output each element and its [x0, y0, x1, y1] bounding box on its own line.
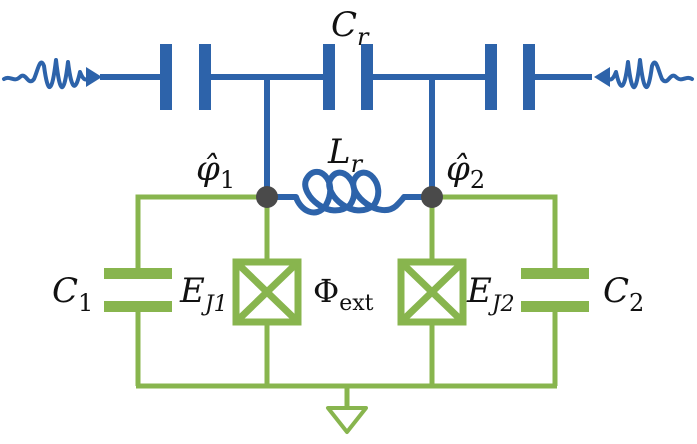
- node-phi2: [421, 186, 443, 208]
- node-phi1: [256, 186, 278, 208]
- input-cap-right-plate-a: [485, 44, 497, 110]
- input-cap-right-plate-b: [523, 44, 535, 110]
- c1-plate-top: [104, 268, 172, 279]
- josephson-junction-icon: [232, 258, 302, 326]
- cr-plate-b: [361, 44, 373, 110]
- label-ej1: EJ1: [179, 271, 228, 317]
- green-circuit: [135, 194, 558, 408]
- cr-plate-a: [323, 44, 335, 110]
- wave-arrow-right-icon: [2, 58, 102, 90]
- green-top-left-rail: [135, 194, 267, 268]
- blue-circuit: [100, 74, 592, 216]
- label-phiext: Φext: [313, 272, 374, 316]
- c2-plate-top: [521, 268, 589, 279]
- inductor-coil-icon: [293, 168, 407, 216]
- label-c2: C2: [603, 271, 644, 317]
- label-cr: Cr: [331, 5, 370, 51]
- c2-plate-bottom: [521, 301, 589, 312]
- c1-plate-bottom: [104, 301, 172, 312]
- label-lr: Lr: [327, 132, 364, 178]
- label-phi2: φ̂2: [446, 149, 485, 194]
- label-phi1: φ̂1: [196, 149, 235, 194]
- input-cap-left-plate-b: [199, 44, 211, 110]
- input-cap-left-plate-a: [160, 44, 172, 110]
- green-top-right-rail: [432, 194, 558, 268]
- josephson-junction-icon: [397, 258, 467, 326]
- wave-arrow-left-icon: [594, 58, 694, 90]
- label-c1: C1: [52, 271, 93, 317]
- ground-icon: [326, 406, 368, 434]
- label-ej2: EJ2: [466, 271, 515, 317]
